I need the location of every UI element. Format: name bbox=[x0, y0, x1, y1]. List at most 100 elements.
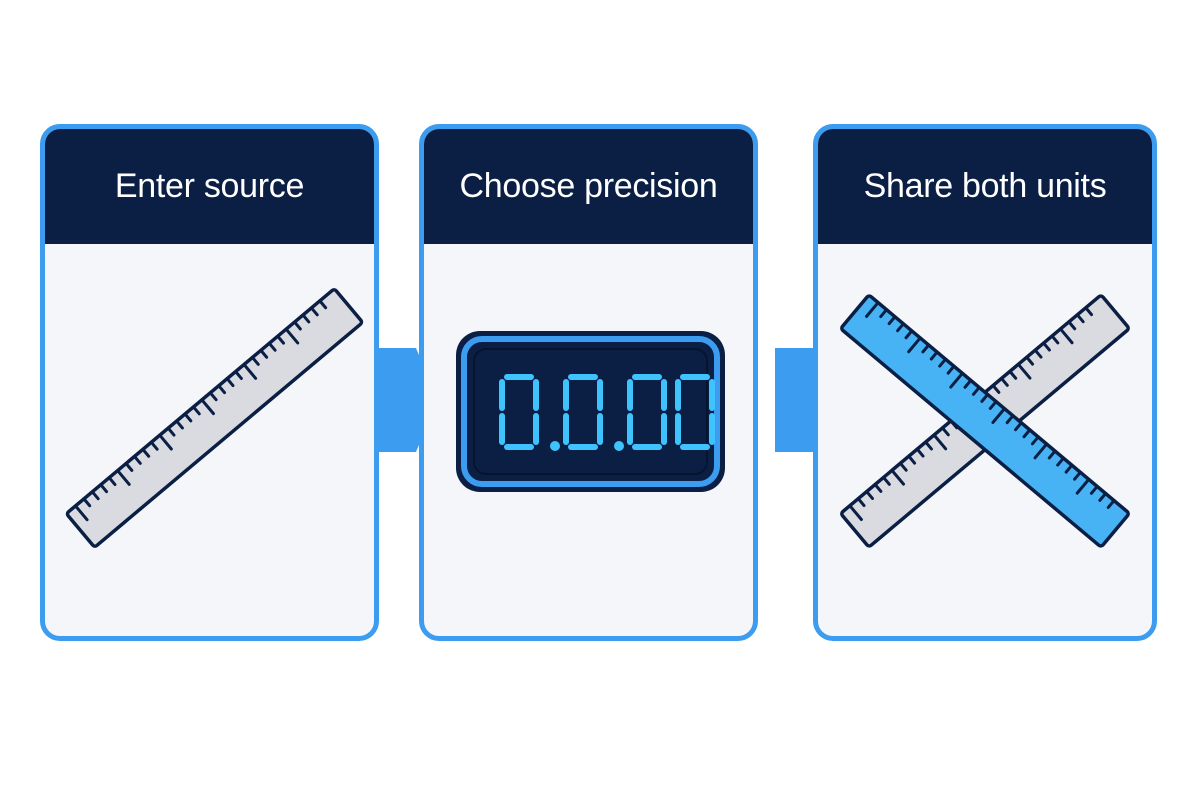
ruler-tick bbox=[915, 447, 925, 458]
step-body bbox=[45, 244, 374, 636]
ruler-tick bbox=[848, 504, 863, 521]
ruler-tick bbox=[1014, 421, 1023, 432]
ruler-tick bbox=[907, 336, 922, 354]
ruler-tick bbox=[250, 355, 260, 366]
step-header: Share both units bbox=[818, 129, 1152, 244]
ruler-tick bbox=[921, 343, 931, 354]
step-title: Share both units bbox=[863, 167, 1107, 205]
ruler-tick bbox=[259, 348, 269, 359]
ruler-tick bbox=[1075, 477, 1091, 495]
ruler-tick bbox=[949, 371, 964, 389]
ruler-tick bbox=[856, 497, 866, 508]
ruler-tick bbox=[90, 490, 100, 501]
ruler-tick bbox=[963, 378, 973, 389]
display-decimal-point bbox=[614, 441, 624, 451]
ruler-tick bbox=[132, 454, 142, 465]
ruler-tick bbox=[1064, 463, 1074, 474]
ruler-tick bbox=[1084, 306, 1094, 317]
ruler-tick bbox=[907, 454, 917, 465]
ruler-tick bbox=[924, 440, 933, 451]
ruler-tick bbox=[879, 308, 889, 319]
step-header: Choose precision bbox=[424, 129, 753, 244]
ruler-tick bbox=[267, 341, 277, 352]
ruler-tick bbox=[882, 475, 891, 486]
ruler-tick bbox=[73, 504, 89, 522]
crossed-rulers-icon bbox=[840, 294, 1130, 548]
ruler-tick bbox=[318, 299, 328, 310]
step-title: Enter source bbox=[114, 167, 305, 205]
ruler-icon bbox=[65, 288, 364, 548]
ruler-tick bbox=[1042, 341, 1051, 352]
ruler-tick bbox=[1016, 362, 1032, 380]
ruler-tick bbox=[898, 461, 908, 472]
step-body bbox=[818, 244, 1152, 636]
ruler-tick bbox=[242, 363, 258, 380]
ruler-tick bbox=[107, 476, 117, 487]
ruler-tick bbox=[1056, 456, 1065, 467]
ruler-tick bbox=[904, 329, 914, 340]
ruler-tick bbox=[896, 322, 905, 333]
display-readout bbox=[499, 374, 715, 451]
ruler-tick bbox=[1022, 428, 1032, 439]
ruler-tick bbox=[988, 400, 998, 410]
ruler-tick bbox=[309, 306, 319, 317]
ruler-tick bbox=[99, 483, 109, 494]
ruler-tick bbox=[141, 447, 151, 458]
ruler-tick bbox=[1030, 435, 1040, 446]
ruler-tick bbox=[1075, 313, 1085, 324]
ruler-tick bbox=[217, 384, 227, 395]
ruler-tick bbox=[200, 398, 215, 416]
ruler-tick bbox=[971, 385, 981, 396]
ruler-tick bbox=[124, 461, 134, 472]
ruler-tick bbox=[873, 482, 883, 493]
step-card-share-both-units: Share both units bbox=[813, 124, 1157, 641]
ruler-tick bbox=[284, 327, 300, 345]
ruler-tick bbox=[234, 370, 243, 380]
ruler-tick bbox=[183, 412, 193, 423]
ruler-tick bbox=[1008, 369, 1018, 380]
ruler-tick bbox=[166, 426, 176, 437]
ruler-tick bbox=[887, 315, 897, 326]
ruler-tick bbox=[1025, 355, 1035, 366]
ruler-tick bbox=[175, 419, 184, 430]
digital-display-icon bbox=[456, 331, 725, 492]
step-card-choose-precision: Choose precision bbox=[419, 124, 758, 641]
ruler-tick bbox=[929, 350, 939, 361]
ruler-tick bbox=[1073, 470, 1082, 481]
ruler-tick bbox=[158, 433, 173, 451]
ruler-tick bbox=[946, 364, 956, 375]
ruler-tick bbox=[149, 440, 159, 451]
step-body bbox=[424, 244, 753, 636]
step-title: Choose precision bbox=[459, 167, 718, 205]
ruler-tick bbox=[890, 468, 906, 486]
ruler-tick bbox=[1033, 442, 1049, 460]
ruler-tick bbox=[938, 357, 948, 368]
display-decimal-point bbox=[550, 441, 560, 451]
ruler-tick bbox=[301, 313, 311, 324]
ruler-tick bbox=[1067, 320, 1077, 331]
ruler-tick bbox=[1000, 376, 1009, 387]
ruler-tick bbox=[1098, 491, 1108, 502]
ruler-tick bbox=[1033, 348, 1043, 359]
ruler-tick bbox=[991, 384, 1001, 394]
ruler-tick bbox=[1050, 334, 1060, 345]
ruler-tick bbox=[1058, 327, 1074, 345]
step-card-enter-source: Enter source bbox=[40, 124, 379, 641]
ruler-tick bbox=[980, 393, 990, 403]
ruler-tick bbox=[1047, 449, 1057, 460]
ruler-tick bbox=[208, 391, 218, 402]
ruler-tick bbox=[1005, 414, 1015, 425]
ruler-tick bbox=[116, 469, 131, 486]
ruler-tick bbox=[991, 407, 1007, 424]
ruler-tick bbox=[1089, 484, 1099, 495]
ruler-tick bbox=[191, 405, 201, 416]
ruler-tick bbox=[293, 320, 302, 331]
ruler-tick bbox=[865, 301, 880, 318]
ruler-tick bbox=[865, 490, 874, 500]
ruler-tick bbox=[82, 497, 92, 508]
ruler-tick bbox=[225, 377, 235, 388]
step-header: Enter source bbox=[45, 129, 374, 244]
ruler-tick bbox=[941, 426, 950, 437]
ruler-tick bbox=[1106, 499, 1116, 509]
